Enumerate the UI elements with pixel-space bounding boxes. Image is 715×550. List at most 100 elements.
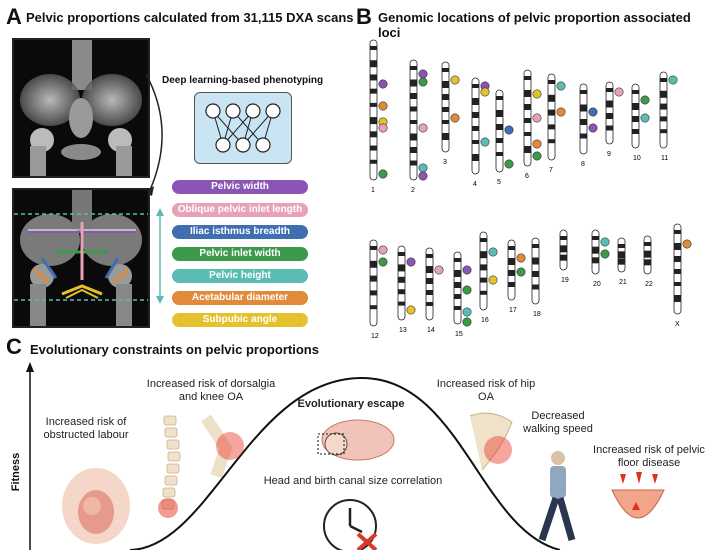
chromosome-17: 17 xyxy=(507,239,517,314)
chromosome-label: 11 xyxy=(661,155,668,162)
locus-marker xyxy=(532,113,542,123)
baby-in-canal-illustration xyxy=(317,419,395,461)
chromosome-label: 14 xyxy=(427,327,435,334)
chromosome-label: 12 xyxy=(371,333,379,340)
chromosome-label: 21 xyxy=(619,279,627,286)
panel-c-letter: C xyxy=(6,334,22,359)
pelvis-xray-image xyxy=(20,40,142,176)
locus-marker xyxy=(462,285,472,295)
locus-marker xyxy=(418,163,428,173)
locus-marker xyxy=(378,245,388,255)
chromosome-4: 4 xyxy=(471,77,480,188)
locus-marker xyxy=(462,307,472,317)
chromosome-label: 17 xyxy=(509,307,517,314)
locus-marker xyxy=(640,95,650,105)
chromosome-10: 10 xyxy=(631,83,641,162)
locus-marker xyxy=(480,87,490,97)
chromosome-18: 18 xyxy=(531,237,541,318)
locus-marker xyxy=(450,113,460,123)
dxa-scan-raw xyxy=(12,38,150,178)
chromosome-16: 16 xyxy=(479,231,489,324)
chromosome-label: 16 xyxy=(481,317,489,324)
chromosome-9: 9 xyxy=(605,81,614,158)
locus-marker xyxy=(378,101,388,111)
chromosome-X: X xyxy=(673,223,682,328)
chromosome-label: 3 xyxy=(443,159,447,166)
locus-marker xyxy=(504,159,514,169)
chromosome-label: 13 xyxy=(399,327,407,334)
chromosome-label: 10 xyxy=(633,155,641,162)
chromosome-label: 20 xyxy=(593,281,601,288)
spine-illustration xyxy=(158,415,181,518)
chromosome-7: 7 xyxy=(547,73,556,174)
label-evolutionary-escape: Evolutionary escape xyxy=(297,398,405,410)
locus-marker xyxy=(556,107,566,117)
nn-label: Deep learning-based phenotyping xyxy=(162,75,324,86)
pill-oblique-pelvic-inlet-length: Oblique pelvic inlet length xyxy=(172,203,308,217)
locus-marker xyxy=(480,137,490,147)
locus-marker xyxy=(588,123,598,133)
chromosome-20: 20 xyxy=(591,229,601,288)
label-pelvic-floor-disease: Increased risk of pelvic floor disease xyxy=(593,444,705,469)
walking-person-illustration xyxy=(538,451,576,542)
hip-joint-illustration xyxy=(469,412,513,471)
chromosome-label: 1 xyxy=(371,187,375,194)
pregnant-belly-illustration xyxy=(62,468,130,544)
chromosome-1: 1 xyxy=(369,39,378,194)
locus-marker xyxy=(640,113,650,123)
fitness-landscape xyxy=(26,362,561,550)
chromosome-label: 4 xyxy=(473,181,477,188)
locus-marker xyxy=(378,257,388,267)
chromosome-6: 6 xyxy=(523,69,532,180)
locus-marker xyxy=(556,81,566,91)
locus-marker xyxy=(450,75,460,85)
label-head-canal-correlation: Head and birth canal size correlation xyxy=(263,475,443,487)
pill-pelvic-height: Pelvic height xyxy=(172,269,308,283)
locus-marker xyxy=(532,89,542,99)
locus-marker xyxy=(418,171,428,181)
pelvic-height-bracket xyxy=(156,208,164,304)
pill-subpubic-angle: Subpubic angle xyxy=(172,313,308,327)
chromosome-15: 15 xyxy=(453,251,463,338)
chromosome-11: 11 xyxy=(659,71,668,162)
neural-network-icon xyxy=(205,103,281,153)
pill-acetabular-diameter: Acetabular diameter xyxy=(172,291,308,305)
locus-marker xyxy=(614,87,624,97)
locus-marker xyxy=(418,77,428,87)
locus-marker xyxy=(434,265,444,275)
locus-marker xyxy=(418,69,428,79)
chromosome-label: 6 xyxy=(525,173,529,180)
chromosome-label: X xyxy=(675,321,680,328)
label-walking-speed: Decreased walking speed xyxy=(523,410,593,435)
locus-marker xyxy=(462,317,472,327)
dxa-scan-annotated xyxy=(12,188,150,328)
chromosome-label: 18 xyxy=(533,311,541,318)
label-obstructed-labour: Increased risk of obstructed labour xyxy=(43,416,129,441)
chromosome-label: 5 xyxy=(497,179,501,186)
chromosome-21: 21 xyxy=(617,237,627,286)
clock-illustration xyxy=(323,499,378,550)
panel-b-letter: B xyxy=(356,4,372,29)
pelvic-floor-illustration xyxy=(611,472,665,519)
locus-marker xyxy=(418,123,428,133)
chromosome-label: 7 xyxy=(549,167,553,174)
locus-marker xyxy=(406,305,416,315)
chromosome-label: 9 xyxy=(607,151,611,158)
chromosome-label: 22 xyxy=(645,281,653,288)
locus-marker xyxy=(462,265,472,275)
neural-network-box xyxy=(194,92,292,164)
locus-marker xyxy=(406,257,416,267)
pill-pelvic-inlet-width: Pelvic inlet width xyxy=(172,247,308,261)
pill-iliac-isthmus-breadth: Iliac isthmus breadth xyxy=(172,225,308,239)
chromosome-label: 8 xyxy=(581,161,585,168)
chromosome-2: 2 xyxy=(409,59,418,194)
locus-marker xyxy=(532,139,542,149)
locus-marker xyxy=(516,253,526,263)
chromosome-13: 13 xyxy=(397,245,407,334)
locus-marker xyxy=(378,169,388,179)
locus-marker xyxy=(488,275,498,285)
chromosome-12: 12 xyxy=(369,239,379,340)
locus-marker xyxy=(532,151,542,161)
pill-pelvic-width: Pelvic width xyxy=(172,180,308,194)
chromosome-3: 3 xyxy=(441,61,450,166)
